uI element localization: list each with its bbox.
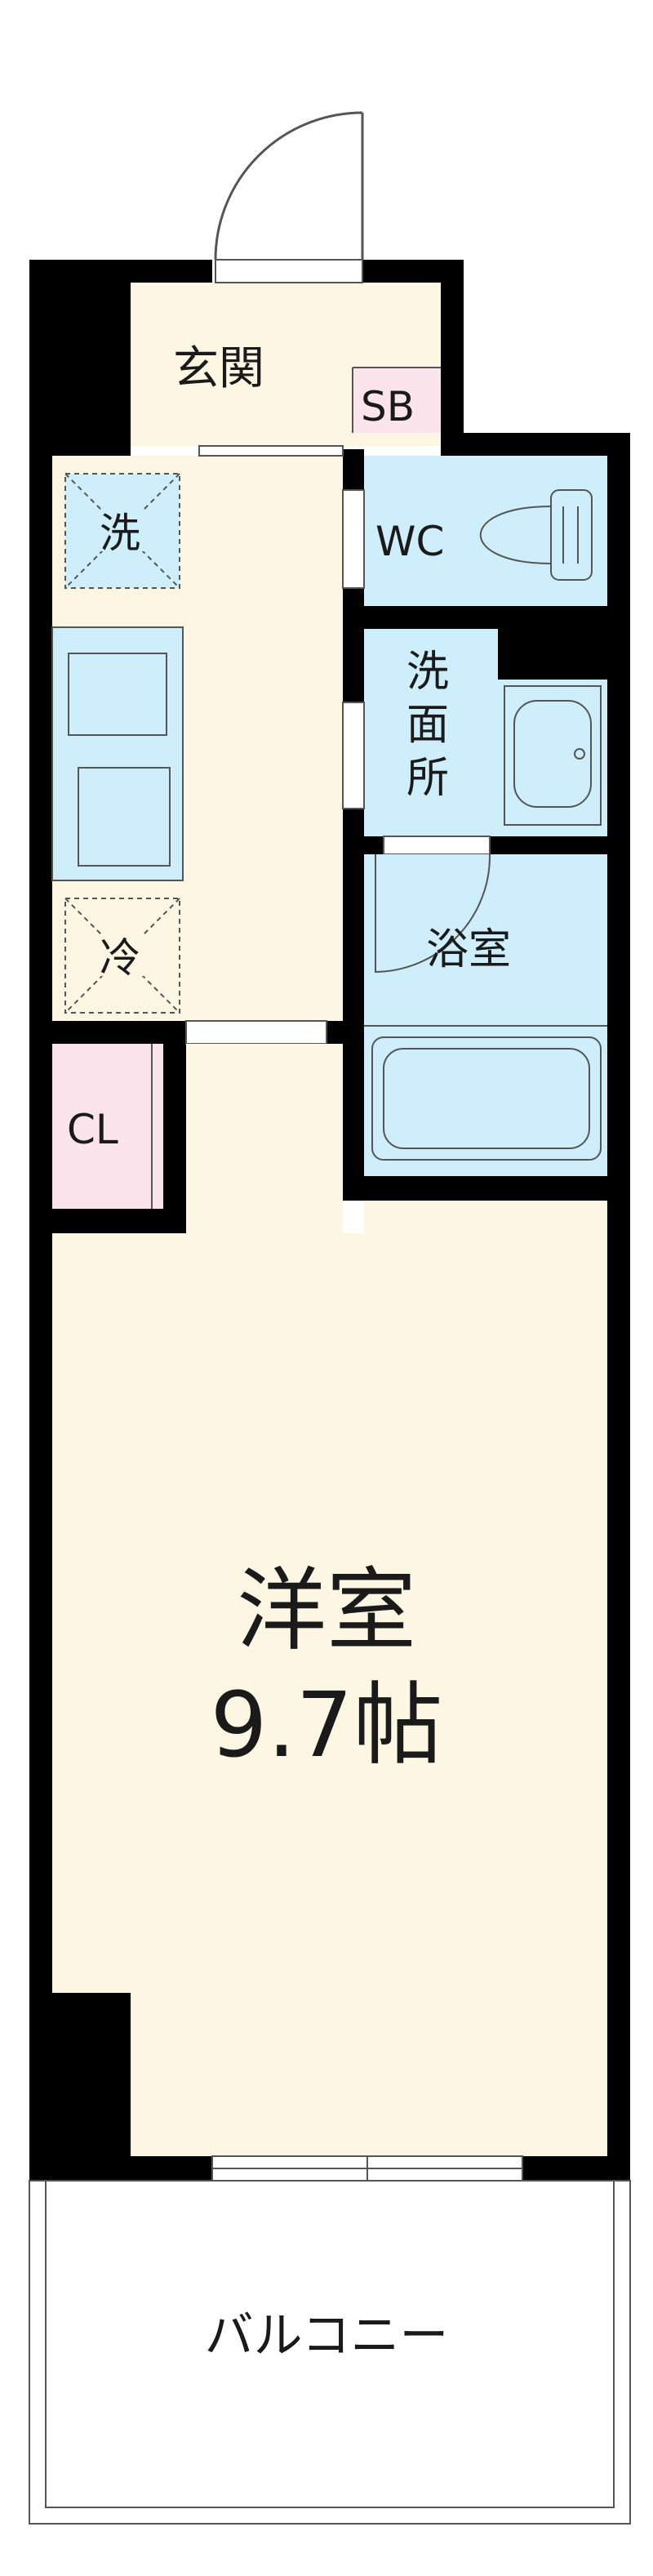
sink-basin: [78, 767, 171, 867]
washbasin-icon: [504, 685, 602, 826]
western-room-floor: [52, 1233, 607, 1993]
washroom-floor: [364, 629, 498, 836]
washroom-label-3: 所: [406, 754, 449, 803]
balcony-label: バルコニー: [205, 2307, 449, 2364]
washer-label: 洗: [100, 510, 140, 557]
bath-label: 浴室: [426, 925, 511, 974]
fridge-label: 冷: [100, 934, 140, 982]
western-room-size: 9.7帖: [211, 1673, 443, 1777]
balcony-railing: [29, 2180, 631, 2525]
closet-label: CL: [67, 1106, 118, 1153]
walls: [29, 260, 630, 2181]
closet-floor: [52, 1044, 163, 1209]
bathtub: [371, 1036, 602, 1161]
front-door-swing: [214, 111, 364, 261]
shoe-box-label: SB: [361, 383, 415, 430]
balcony-window: [211, 2155, 523, 2182]
toilet-icon: [479, 489, 593, 581]
entrance-label: 玄関: [173, 342, 264, 395]
shoe-box-floor: [353, 368, 441, 433]
washroom-label-1: 洗: [406, 648, 449, 697]
washroom-label-2: 面: [406, 701, 449, 750]
wc-label: WC: [375, 518, 444, 565]
western-room-label: 洋室: [237, 1558, 416, 1663]
